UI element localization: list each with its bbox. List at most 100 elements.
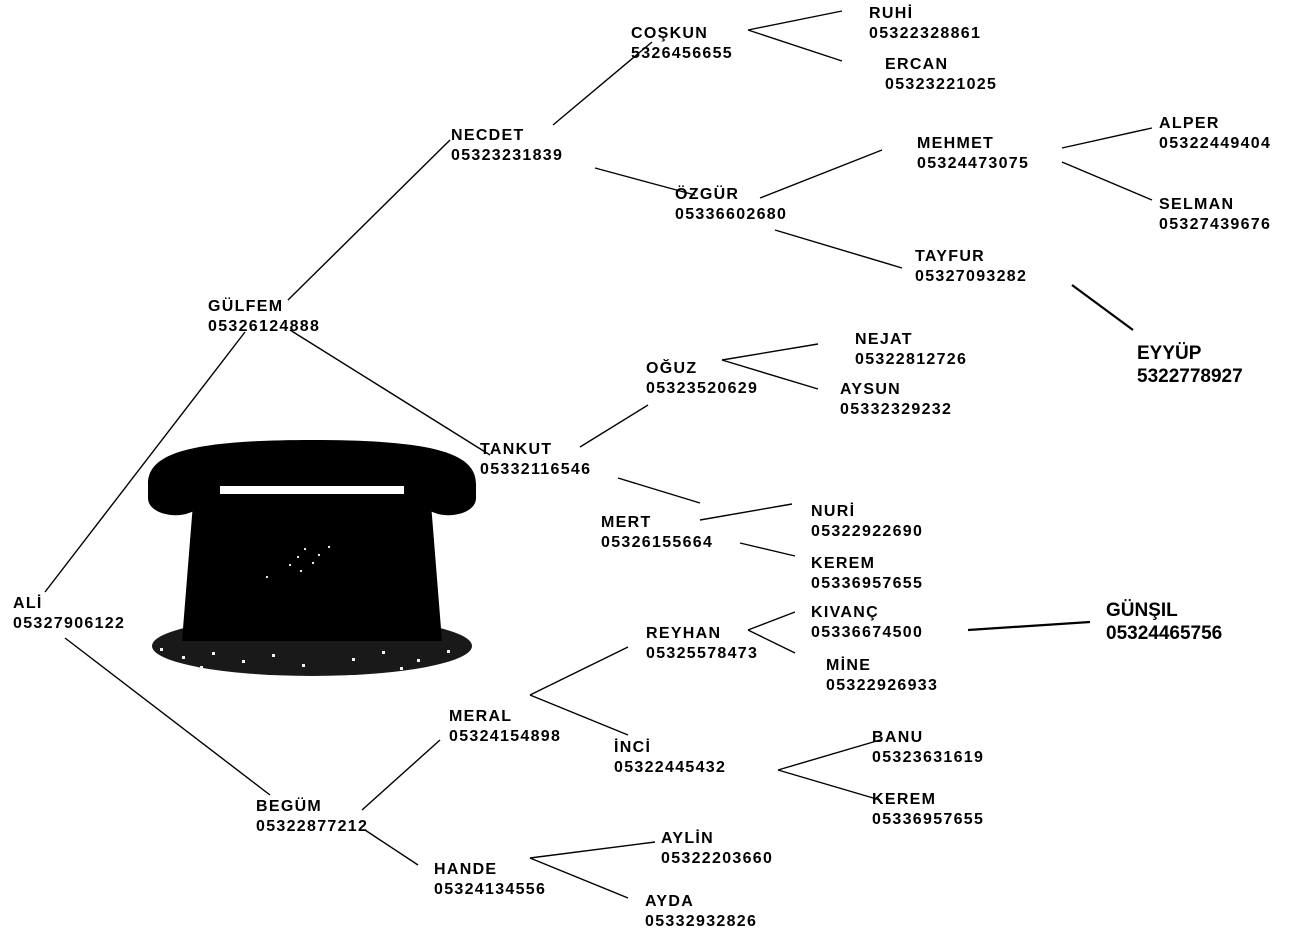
node-phone: 05332116546 [480, 461, 592, 478]
edge-reyhan-kivanc [747, 611, 796, 631]
node-banu: BANU 05323631619 [872, 728, 984, 768]
node-phone: 05336957655 [872, 811, 985, 828]
node-ali: ALİ 05327906122 [13, 594, 125, 634]
node-name: AYSUN [840, 381, 902, 398]
node-name: RUHİ [869, 5, 914, 22]
node-name: NECDET [451, 127, 525, 144]
node-name: EYYÜP [1137, 343, 1202, 364]
edge-oguz-nejat [721, 343, 819, 361]
node-name: GÜLFEM [208, 298, 284, 315]
node-phone: 05324465756 [1106, 623, 1223, 644]
node-name: SELMAN [1159, 196, 1235, 213]
node-phone: 05322812726 [855, 351, 968, 368]
edge-mert-nuri [699, 503, 793, 521]
node-name: MERT [601, 514, 652, 531]
edge-tankut-mert [617, 477, 701, 504]
node-mine: MİNE 05322926933 [826, 656, 938, 696]
edge-ali-begum [64, 637, 271, 796]
edge-tayfur-eyyup [1071, 284, 1134, 331]
node-kivanc: KIVANÇ 05336674500 [811, 603, 923, 643]
edge-ozgur-mehmet [759, 149, 883, 199]
edge-inci-kerem [777, 769, 881, 801]
node-name: TANKUT [480, 441, 553, 458]
node-selman: SELMAN 05327439676 [1159, 195, 1271, 235]
node-name: ALİ [13, 595, 43, 612]
node-name: NURİ [811, 503, 856, 520]
edge-begum-meral [361, 739, 441, 811]
node-phone: 05327906122 [13, 615, 126, 632]
node-name: TAYFUR [915, 248, 986, 265]
node-gulfem: GÜLFEM 05326124888 [208, 297, 320, 337]
node-name: KIVANÇ [811, 604, 879, 621]
edge-reyhan-mine [747, 629, 796, 654]
edge-coskun-ercan [747, 29, 843, 62]
edge-gulfem-tankut [289, 329, 491, 456]
node-phone: 05322203660 [661, 850, 774, 867]
edge-coskun-ruhi [747, 10, 843, 31]
node-name: BEGÜM [256, 798, 323, 815]
node-phone: 05322449404 [1159, 135, 1272, 152]
node-nejat: NEJAT 05322812726 [855, 330, 967, 370]
edge-meral-reyhan [529, 646, 629, 696]
telephone-icon [148, 440, 476, 676]
node-coskun: COŞKUN 5326456655 [631, 24, 733, 64]
node-oguz: OĞUZ 05323520629 [646, 359, 758, 399]
node-aysun: AYSUN 05332329232 [840, 380, 952, 420]
node-phone: 05327439676 [1159, 216, 1272, 233]
node-phone: 05323520629 [646, 380, 759, 397]
node-name: BANU [872, 729, 924, 746]
node-phone: 05323631619 [872, 749, 985, 766]
node-phone: 05332329232 [840, 401, 953, 418]
node-phone: 05332932826 [645, 913, 758, 930]
node-phone: 05336602680 [675, 206, 788, 223]
node-name: KEREM [811, 555, 876, 572]
node-name: NEJAT [855, 331, 913, 348]
edge-mert-kerem [739, 542, 796, 557]
node-name: AYLİN [661, 830, 715, 847]
edge-kivanc-gunsil [967, 620, 1091, 632]
node-ozgur: ÖZGÜR 05336602680 [675, 185, 787, 225]
node-name: MİNE [826, 657, 872, 674]
node-phone: 05322926933 [826, 677, 939, 694]
node-name: GÜNŞIL [1106, 600, 1178, 621]
node-phone: 05324134556 [434, 881, 547, 898]
node-phone: 5326456655 [631, 45, 733, 62]
edge-necdet-ozgur [594, 167, 696, 196]
node-name: ÖZGÜR [675, 186, 740, 203]
edge-mehmet-alper [1061, 127, 1153, 149]
node-name: COŞKUN [631, 25, 709, 42]
edge-meral-inci [529, 694, 629, 736]
node-phone: 5322778927 [1137, 366, 1243, 387]
edge-inci-banu [777, 739, 881, 771]
node-phone: 05326124888 [208, 318, 321, 335]
edge-tankut-oguz [579, 404, 649, 448]
edge-begum-hande [364, 829, 419, 866]
edge-oguz-aysun [721, 359, 819, 390]
node-phone: 05322445432 [614, 759, 727, 776]
edge-ali-gulfem [44, 331, 246, 593]
edge-necdet-coskun [552, 41, 653, 126]
node-phone: 05323231839 [451, 147, 564, 164]
node-name: REYHAN [646, 625, 722, 642]
edge-mehmet-selman [1061, 161, 1153, 201]
node-name: OĞUZ [646, 360, 698, 377]
node-phone: 05336674500 [811, 624, 924, 641]
edge-gulfem-necdet [287, 139, 451, 301]
